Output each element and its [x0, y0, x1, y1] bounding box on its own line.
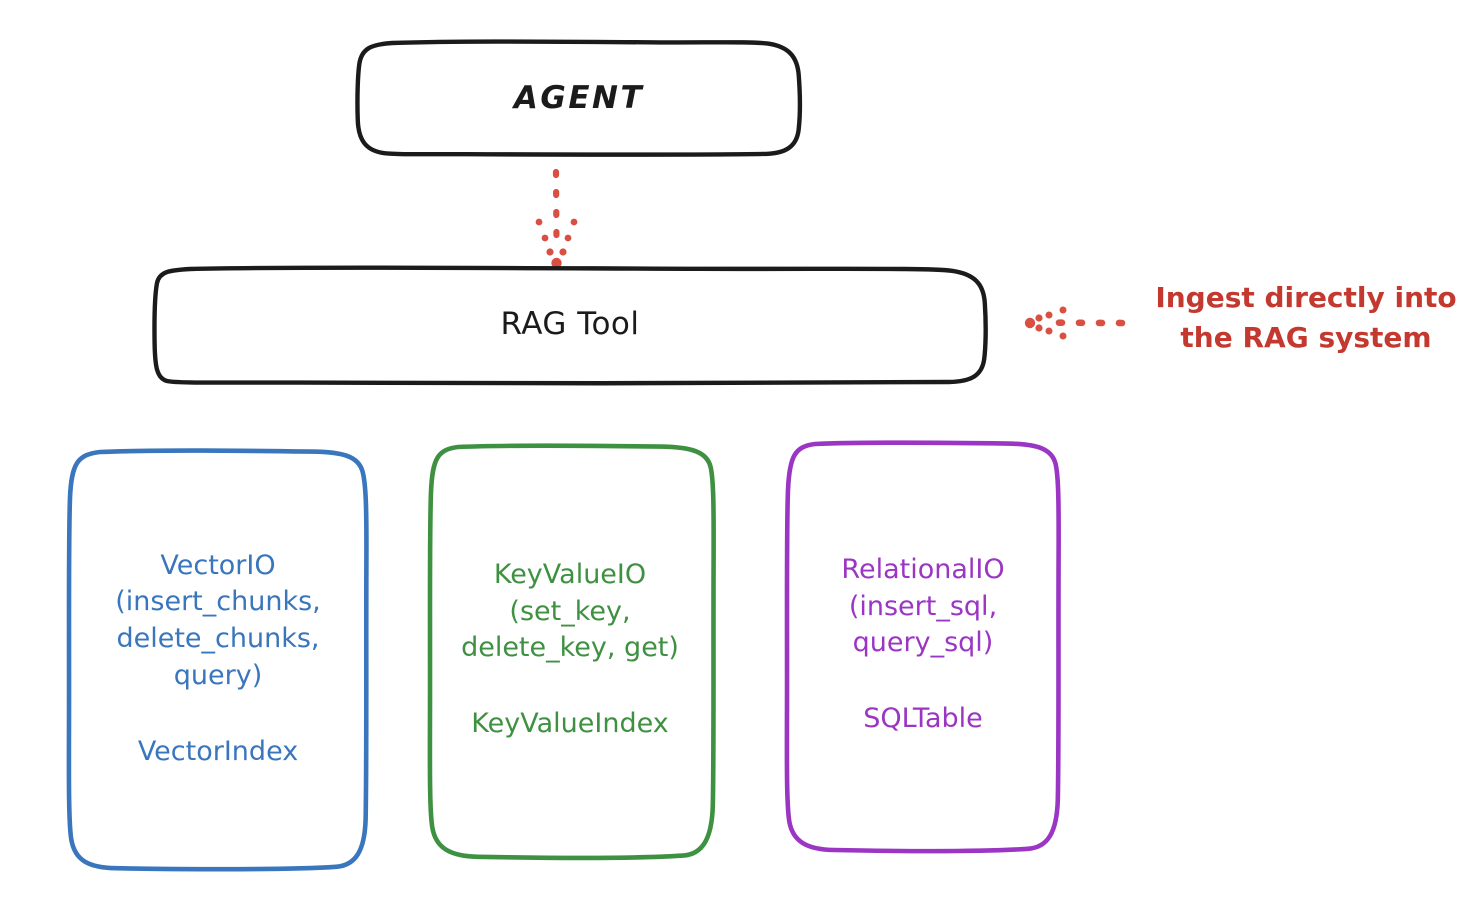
- rag-tool-box-outline: [152, 265, 988, 386]
- vector-io-box-outline: [66, 448, 369, 872]
- key-value-io-box[interactable]: [427, 443, 716, 861]
- edge-ingest-arrowhead: [1024, 306, 1067, 340]
- edge-agent-to-rag-tool: [535, 168, 578, 269]
- rag-tool-box[interactable]: [152, 265, 988, 386]
- vector-io-box[interactable]: [66, 448, 369, 872]
- agent-box-outline: [355, 39, 803, 157]
- agent-box[interactable]: [355, 39, 803, 157]
- edge-agent-dotted-line: [552, 168, 560, 249]
- edge-agent-arrowhead: [535, 218, 578, 269]
- relational-io-box-outline: [784, 440, 1061, 854]
- edge-ingest-to-rag-tool: [1024, 306, 1126, 340]
- relational-io-box[interactable]: [784, 440, 1061, 854]
- key-value-io-box-outline: [427, 443, 716, 861]
